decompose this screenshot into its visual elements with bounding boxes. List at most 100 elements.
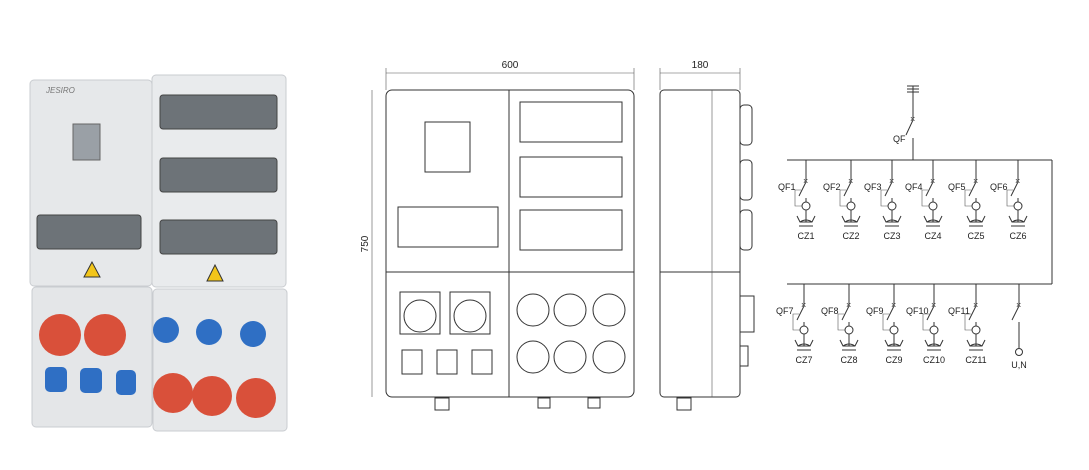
rcd-sensor-icon [846,201,856,211]
breaker-label: QF7 [776,306,794,316]
trip-mark-icon: × [973,176,978,186]
trip-mark-icon: × [801,300,806,310]
red-sockets [39,314,276,418]
rcd-link [792,313,800,331]
socket-label: CZ10 [923,355,945,365]
breaker-label: QF1 [778,182,796,192]
main-breaker-label: QF [893,134,906,144]
rcd-sensor-icon [971,201,981,211]
breaker-label: QF10 [906,306,929,316]
wire [886,305,895,321]
rcd-sensor-icon [801,201,811,211]
width-dimension: 600 [502,60,519,71]
rcd-sensor-icon [799,325,809,335]
rcd-link [882,313,890,331]
blue-sockets [45,317,266,395]
wire [884,181,893,197]
breaker-label: QF5 [948,182,966,192]
rcd-link [921,189,929,207]
socket-label: CZ3 [883,231,900,241]
wire [926,305,935,321]
wire [796,305,805,321]
rcd-link [880,189,888,207]
trip-mark-icon: × [848,176,853,186]
socket-symbol-icon [923,215,943,227]
socket-symbol-icon [966,215,986,227]
wiring-schematic: × QF × U,N ×QF1CZ1×QF2CZ2×QF3CZ3×QF4CZ4×… [776,85,1053,370]
rcd-link [837,313,845,331]
terminal-branch: × U,N [1011,284,1027,370]
svg-text:×: × [910,114,915,124]
trip-mark-icon: × [891,300,896,310]
wire [968,305,977,321]
trip-mark-icon: × [846,300,851,310]
socket-label: CZ1 [797,231,814,241]
rcd-link [964,313,972,331]
brand-logo: JESIRO [45,86,75,95]
rcd-sensor-icon [844,325,854,335]
breaker-label: QF6 [990,182,1008,192]
breaker-label: QF2 [823,182,841,192]
socket-symbol-icon [796,215,816,227]
socket-symbol-icon [841,215,861,227]
rcd-sensor-icon [928,201,938,211]
trip-mark-icon: × [930,176,935,186]
socket-label: CZ8 [840,355,857,365]
socket-label: CZ7 [795,355,812,365]
breaker-label: QF9 [866,306,884,316]
warning-sign-icon [206,263,224,282]
socket-label: CZ9 [885,355,902,365]
wire [1010,181,1019,197]
warning-sign-icon [83,260,101,278]
socket-symbol-icon [794,339,814,351]
socket-symbol-icon [884,339,904,351]
rcd-sensor-icon [887,201,897,211]
svg-text:×: × [1016,300,1021,310]
trip-mark-icon: × [931,300,936,310]
wire [925,181,934,197]
breaker-label: QF11 [948,306,970,316]
wire [843,181,852,197]
socket-symbol-icon [839,339,859,351]
rcd-sensor-icon [889,325,899,335]
height-dimension: 750 [360,235,371,252]
distribution-box-photo: JESIRO [29,74,288,432]
rcd-sensor-icon [1013,201,1023,211]
wire [968,181,977,197]
rcd-sensor-icon [929,325,939,335]
socket-label: CZ11 [965,355,986,365]
wire [798,181,807,197]
socket-symbol-icon [924,339,944,351]
depth-dimension: 180 [692,60,709,71]
breaker-label: QF4 [905,182,923,192]
socket-label: CZ2 [842,231,859,241]
socket-label: CZ4 [924,231,941,241]
breaker-label: QF3 [864,182,882,192]
rcd-link [964,189,972,207]
socket-symbol-icon [1008,215,1028,227]
trip-mark-icon: × [1015,176,1020,186]
main-breaker: × QF [893,85,919,160]
rcd-sensor-icon [971,325,981,335]
wire [841,305,850,321]
trip-mark-icon: × [889,176,894,186]
trip-mark-icon: × [973,300,978,310]
trip-mark-icon: × [803,176,808,186]
socket-symbol-icon [966,339,986,351]
terminal-label: U,N [1011,360,1027,370]
front-view-drawing: 600 750 [360,60,635,411]
rcd-link [839,189,847,207]
socket-label: CZ6 [1009,231,1026,241]
side-view-drawing: 180 [659,60,755,411]
